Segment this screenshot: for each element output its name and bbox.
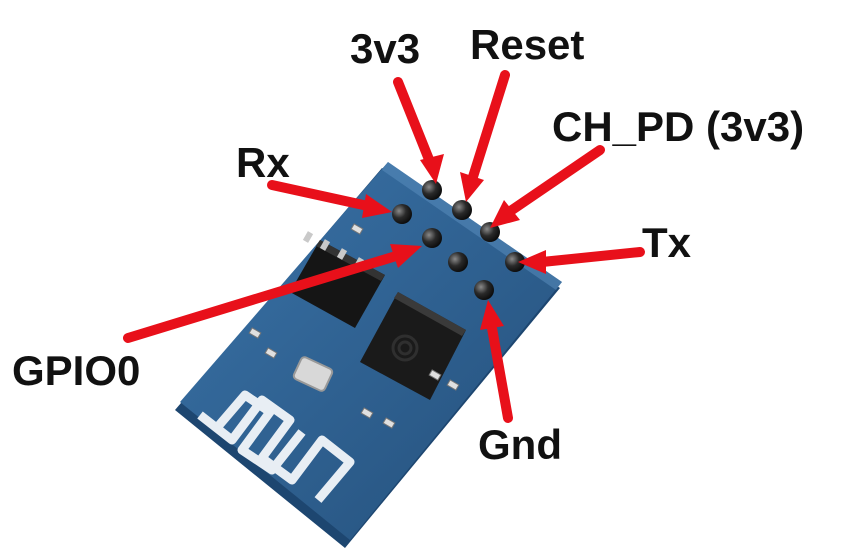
arrow-tx [518, 247, 645, 274]
pin-tx [505, 252, 525, 272]
pin-3v3 [422, 180, 442, 200]
label-3v3: 3v3 [350, 25, 421, 72]
pin-ch-pd [480, 222, 500, 242]
label-tx: Tx [642, 219, 692, 266]
header-pins [392, 180, 525, 300]
arrow-rx [267, 180, 392, 218]
antenna-trace [197, 390, 355, 503]
crystal-oscillator [292, 356, 334, 392]
pin-gnd [474, 280, 494, 300]
arrow-reset [460, 70, 510, 202]
label-gnd: Gnd [478, 421, 562, 468]
pin-reset [452, 200, 472, 220]
flash-chip [290, 231, 385, 328]
pin-arrows [123, 70, 645, 423]
esp8266-chip [360, 292, 466, 400]
arrow-gnd [480, 300, 513, 423]
arrow-gpio0 [123, 244, 422, 343]
arrow-3v3 [393, 77, 444, 184]
smd-components [248, 223, 460, 429]
pin-gpio2 [448, 252, 468, 272]
pin-rx [392, 204, 412, 224]
label-gpio0: GPIO0 [12, 347, 141, 394]
label-rx: Rx [236, 139, 290, 186]
arrow-ch-pd [490, 145, 605, 228]
label-ch-pd: CH_PD (3v3) [552, 103, 805, 150]
pin-gpio0 [422, 228, 442, 248]
label-reset: Reset [470, 21, 585, 68]
